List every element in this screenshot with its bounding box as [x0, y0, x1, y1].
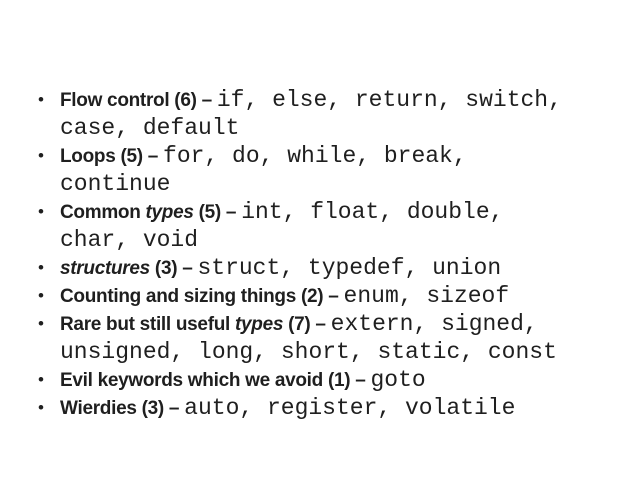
keyword-text: struct, typedef, union [197, 255, 502, 281]
item-text: Counting and sizing things (2) – enum, s… [60, 283, 630, 311]
category-label: structures [60, 258, 150, 279]
text-line: Counting and sizing things (2) – enum, s… [60, 283, 630, 311]
bullet-marker: • [38, 370, 44, 389]
bullet-marker: • [38, 286, 44, 305]
bullet-marker: • [38, 258, 44, 277]
keyword-text: enum, sizeof [343, 283, 510, 309]
keyword-text: goto [370, 367, 426, 393]
bullet-marker: • [38, 202, 44, 221]
text-line: Wierdies (3) – auto, register, volatile [60, 395, 630, 423]
text-line: Loops (5) – for, do, while, break, [60, 143, 630, 171]
category-label: types [145, 202, 194, 223]
list-item: • Evil keywords which we avoid (1) – goto [38, 367, 630, 395]
text-line: Flow control (6) – if, else, return, swi… [60, 87, 630, 115]
list-item: • structures (3) – struct, typedef, union [38, 255, 630, 283]
keyword-text: char, void [60, 227, 199, 253]
category-label: types [235, 314, 284, 335]
category-label: (3) – [149, 258, 198, 279]
item-text: Wierdies (3) – auto, register, volatile [60, 395, 630, 423]
category-label: Flow control (6) – [60, 90, 217, 111]
text-line: structures (3) – struct, typedef, union [60, 255, 630, 283]
item-text: Evil keywords which we avoid (1) – goto [60, 367, 630, 395]
text-line: char, void [60, 227, 630, 255]
keyword-text: continue [60, 171, 171, 197]
keyword-text: unsigned, long, short, static, const [60, 339, 557, 365]
list-item: •Common types (5) – int, float, double,c… [38, 199, 630, 255]
keyword-text: case, default [60, 115, 240, 141]
keyword-text: int, float, double, [241, 199, 504, 225]
bullet-marker: • [38, 146, 44, 165]
category-label: Loops (5) – [60, 146, 164, 167]
category-label: Counting and sizing things (2) – [60, 286, 344, 307]
bullet-marker: • [38, 398, 44, 417]
bullet-marker: • [38, 90, 44, 109]
keyword-text: for, do, while, break, [163, 143, 467, 169]
text-line: case, default [60, 115, 630, 143]
item-text: structures (3) – struct, typedef, union [60, 255, 630, 283]
keyword-text: auto, register, volatile [184, 395, 516, 421]
category-label: Common [60, 202, 146, 223]
list-item: • Wierdies (3) – auto, register, volatile [38, 395, 630, 423]
text-line: unsigned, long, short, static, const [60, 339, 630, 367]
keyword-text: if, else, return, switch, [216, 87, 562, 113]
category-label: Wierdies (3) – [60, 398, 185, 419]
keyword-text: extern, signed, [330, 311, 538, 337]
text-line: Common types (5) – int, float, double, [60, 199, 630, 227]
list-item: • Flow control (6) – if, else, return, sw… [38, 87, 630, 143]
category-label: Rare but still useful [60, 314, 235, 335]
list-item: • Rare but still useful types (7) – exter… [38, 311, 630, 367]
text-line: Rare but still useful types (7) – extern… [60, 311, 630, 339]
bullet-list: • Flow control (6) – if, else, return, sw… [38, 87, 630, 423]
item-text: Common types (5) – int, float, double,ch… [60, 199, 630, 255]
item-text: Loops (5) – for, do, while, break,contin… [60, 143, 630, 199]
bullet-marker: • [38, 314, 44, 333]
text-line: Evil keywords which we avoid (1) – goto [60, 367, 630, 395]
list-item: • Loops (5) – for, do, while, break,conti… [38, 143, 630, 199]
slide-content: • Flow control (6) – if, else, return, sw… [38, 87, 630, 423]
list-item: • Counting and sizing things (2) – enum, … [38, 283, 630, 311]
item-text: Rare but still useful types (7) – extern… [60, 311, 630, 367]
category-label: (5) – [193, 202, 242, 223]
category-label: (7) – [283, 314, 331, 335]
item-text: Flow control (6) – if, else, return, swi… [60, 87, 630, 143]
category-label: Evil keywords which we avoid (1) – [60, 370, 371, 391]
text-line: continue [60, 171, 630, 199]
